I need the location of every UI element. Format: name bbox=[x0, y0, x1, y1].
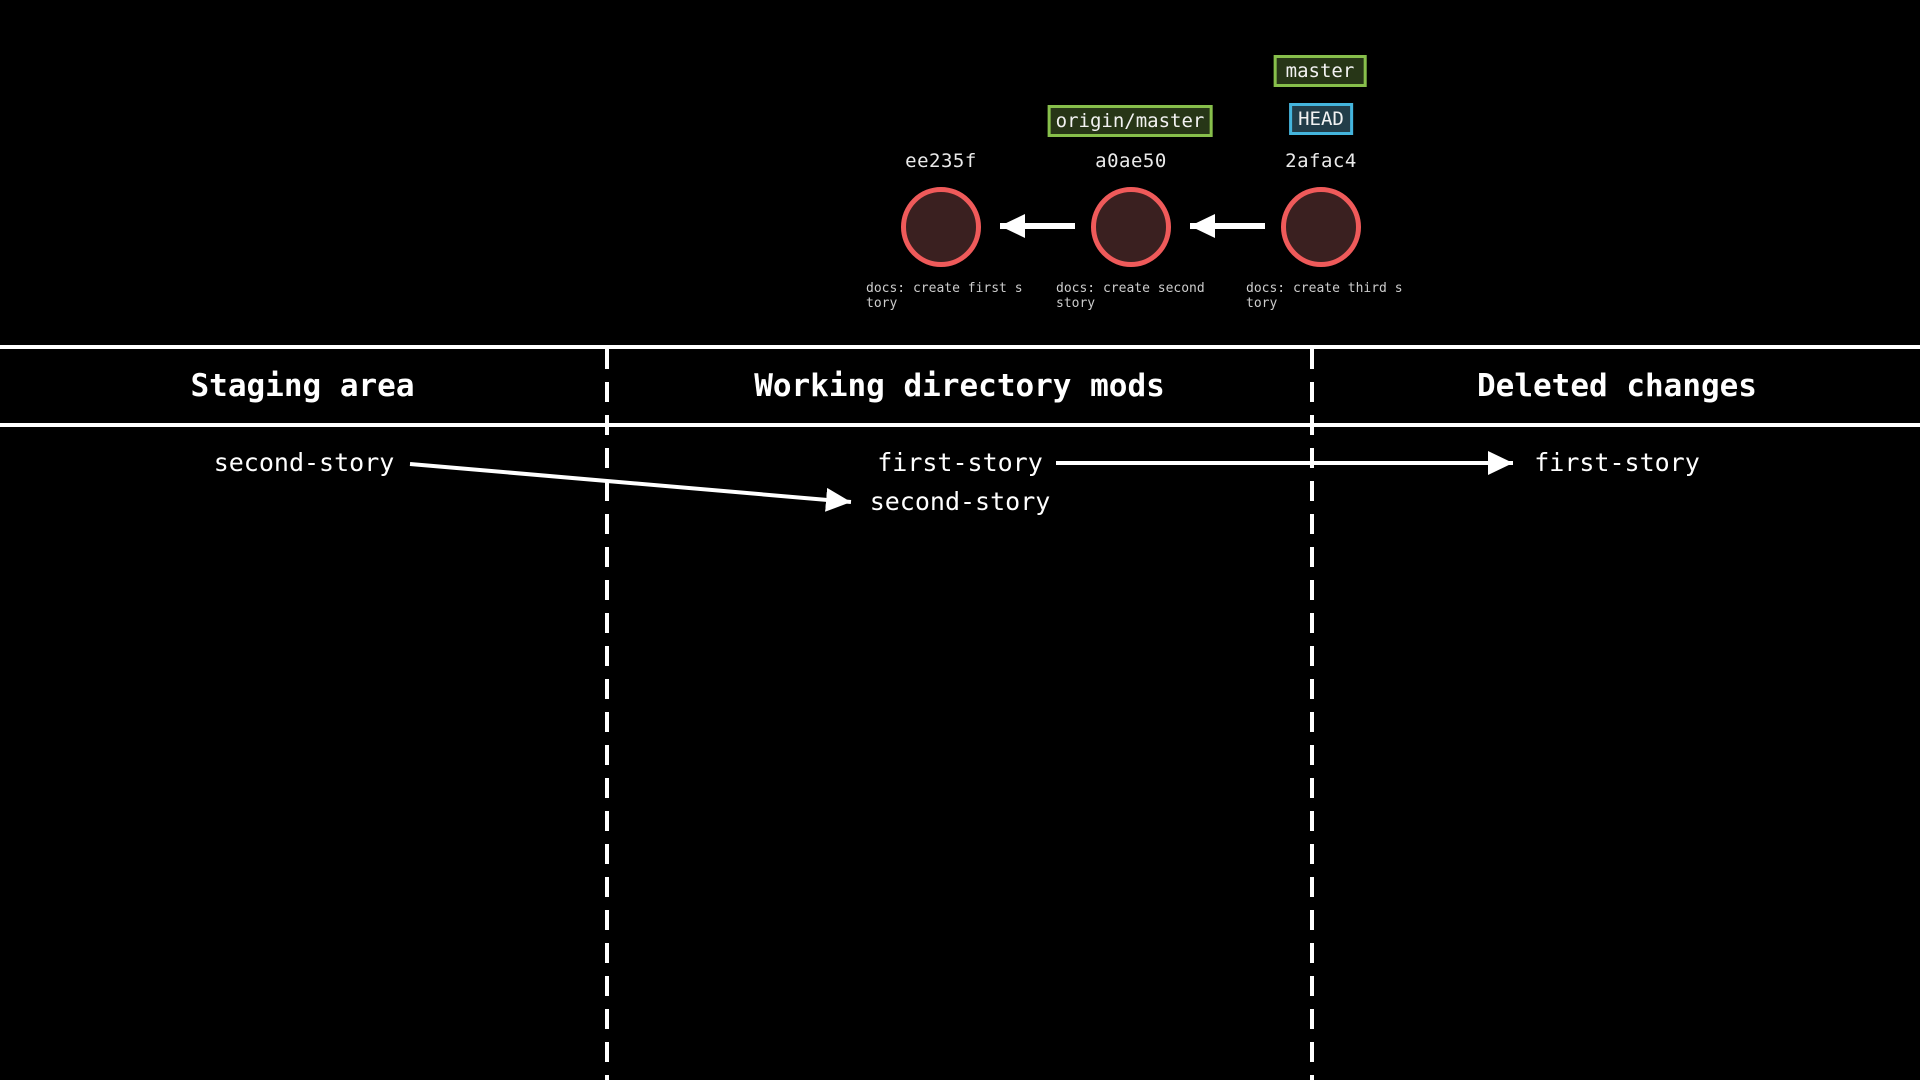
header-row-divider bbox=[0, 423, 1920, 427]
commit-hash: a0ae50 bbox=[1095, 150, 1167, 172]
branch-label-origin-master: origin/master bbox=[1047, 105, 1213, 137]
branch-label-master: master bbox=[1273, 55, 1367, 87]
head-label: HEAD bbox=[1289, 103, 1353, 135]
column-header-deleted-changes: Deleted changes bbox=[1477, 367, 1757, 404]
commit-node bbox=[1091, 187, 1171, 267]
commit-a0ae50: a0ae50 docs: create second story bbox=[1041, 150, 1221, 311]
file-entry-working-first-story: first-story bbox=[877, 448, 1043, 477]
commit-hash: 2afac4 bbox=[1285, 150, 1357, 172]
commit-2afac4: 2afac4 docs: create third story bbox=[1231, 150, 1411, 311]
commit-hash: ee235f bbox=[905, 150, 977, 172]
commit-message: docs: create first story bbox=[866, 281, 1023, 311]
file-entry-staging-second-story: second-story bbox=[213, 448, 395, 477]
file-entry-deleted-first-story: first-story bbox=[1534, 448, 1700, 477]
commit-ee235f: ee235f docs: create first story bbox=[851, 150, 1031, 311]
column-header-staging-area: Staging area bbox=[190, 367, 415, 404]
commit-node bbox=[1281, 187, 1361, 267]
column-divider bbox=[1310, 349, 1314, 1080]
commit-message: docs: create third story bbox=[1246, 281, 1403, 311]
file-move-arrow-staging-to-working bbox=[409, 462, 852, 512]
column-header-working-directory-mods: Working directory mods bbox=[754, 367, 1165, 404]
board-top-border bbox=[0, 345, 1920, 349]
commit-message: docs: create second story bbox=[1056, 281, 1205, 311]
commit-node bbox=[901, 187, 981, 267]
column-divider bbox=[605, 349, 609, 1080]
file-entry-working-second-story: second-story bbox=[869, 487, 1051, 516]
